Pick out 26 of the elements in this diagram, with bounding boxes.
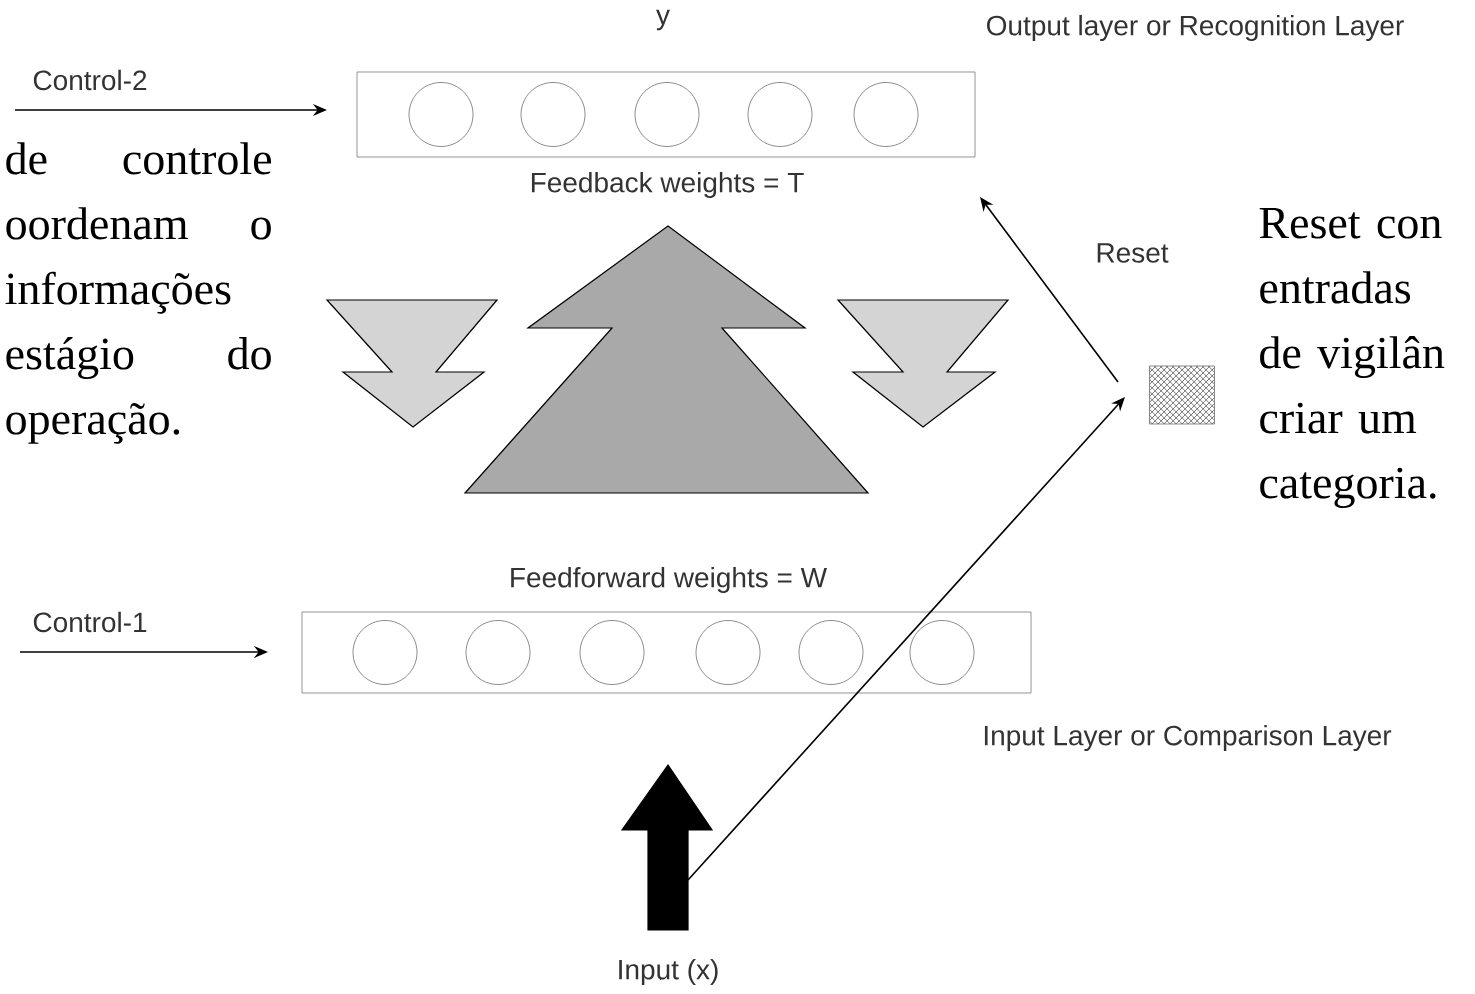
- paragraph: de controle oordenam o informações estágio do operação.: [5, 142, 271, 444]
- arrow: [687, 397, 1125, 881]
- input-label: Control-2: [33, 69, 147, 91]
- reset-box: [1149, 365, 1215, 425]
- neuron-circle: [352, 620, 418, 685]
- layer-label: Output layer or Recognition Layer: [987, 14, 1404, 42]
- output-label: y: [656, 9, 670, 31]
- edge-label: Reset: [1093, 241, 1171, 265]
- input-label: Input (x): [619, 958, 718, 986]
- neuron-circle: [520, 82, 586, 147]
- weights-label: Feedback weights = T: [531, 171, 804, 199]
- paragraph: Reset con entradas de vigilân criar um categoria.: [1259, 207, 1445, 509]
- layer-label: Input Layer or Comparison Layer: [984, 724, 1392, 752]
- neuron-circle: [747, 82, 813, 147]
- neuron-circle: [408, 82, 474, 147]
- block-arrow: [620, 763, 714, 931]
- input-label: Control-1: [33, 611, 147, 633]
- neuron-circle: [634, 82, 700, 147]
- neuron-circle: [909, 620, 975, 685]
- weights-label: Feedforward weights = W: [511, 566, 827, 594]
- neuron-circle: [465, 620, 531, 685]
- neuron-circle: [798, 620, 864, 685]
- arrow: [980, 197, 1119, 383]
- neuron-circle: [853, 82, 919, 147]
- neuron-circle: [695, 620, 761, 685]
- neuron-circle: [579, 620, 645, 685]
